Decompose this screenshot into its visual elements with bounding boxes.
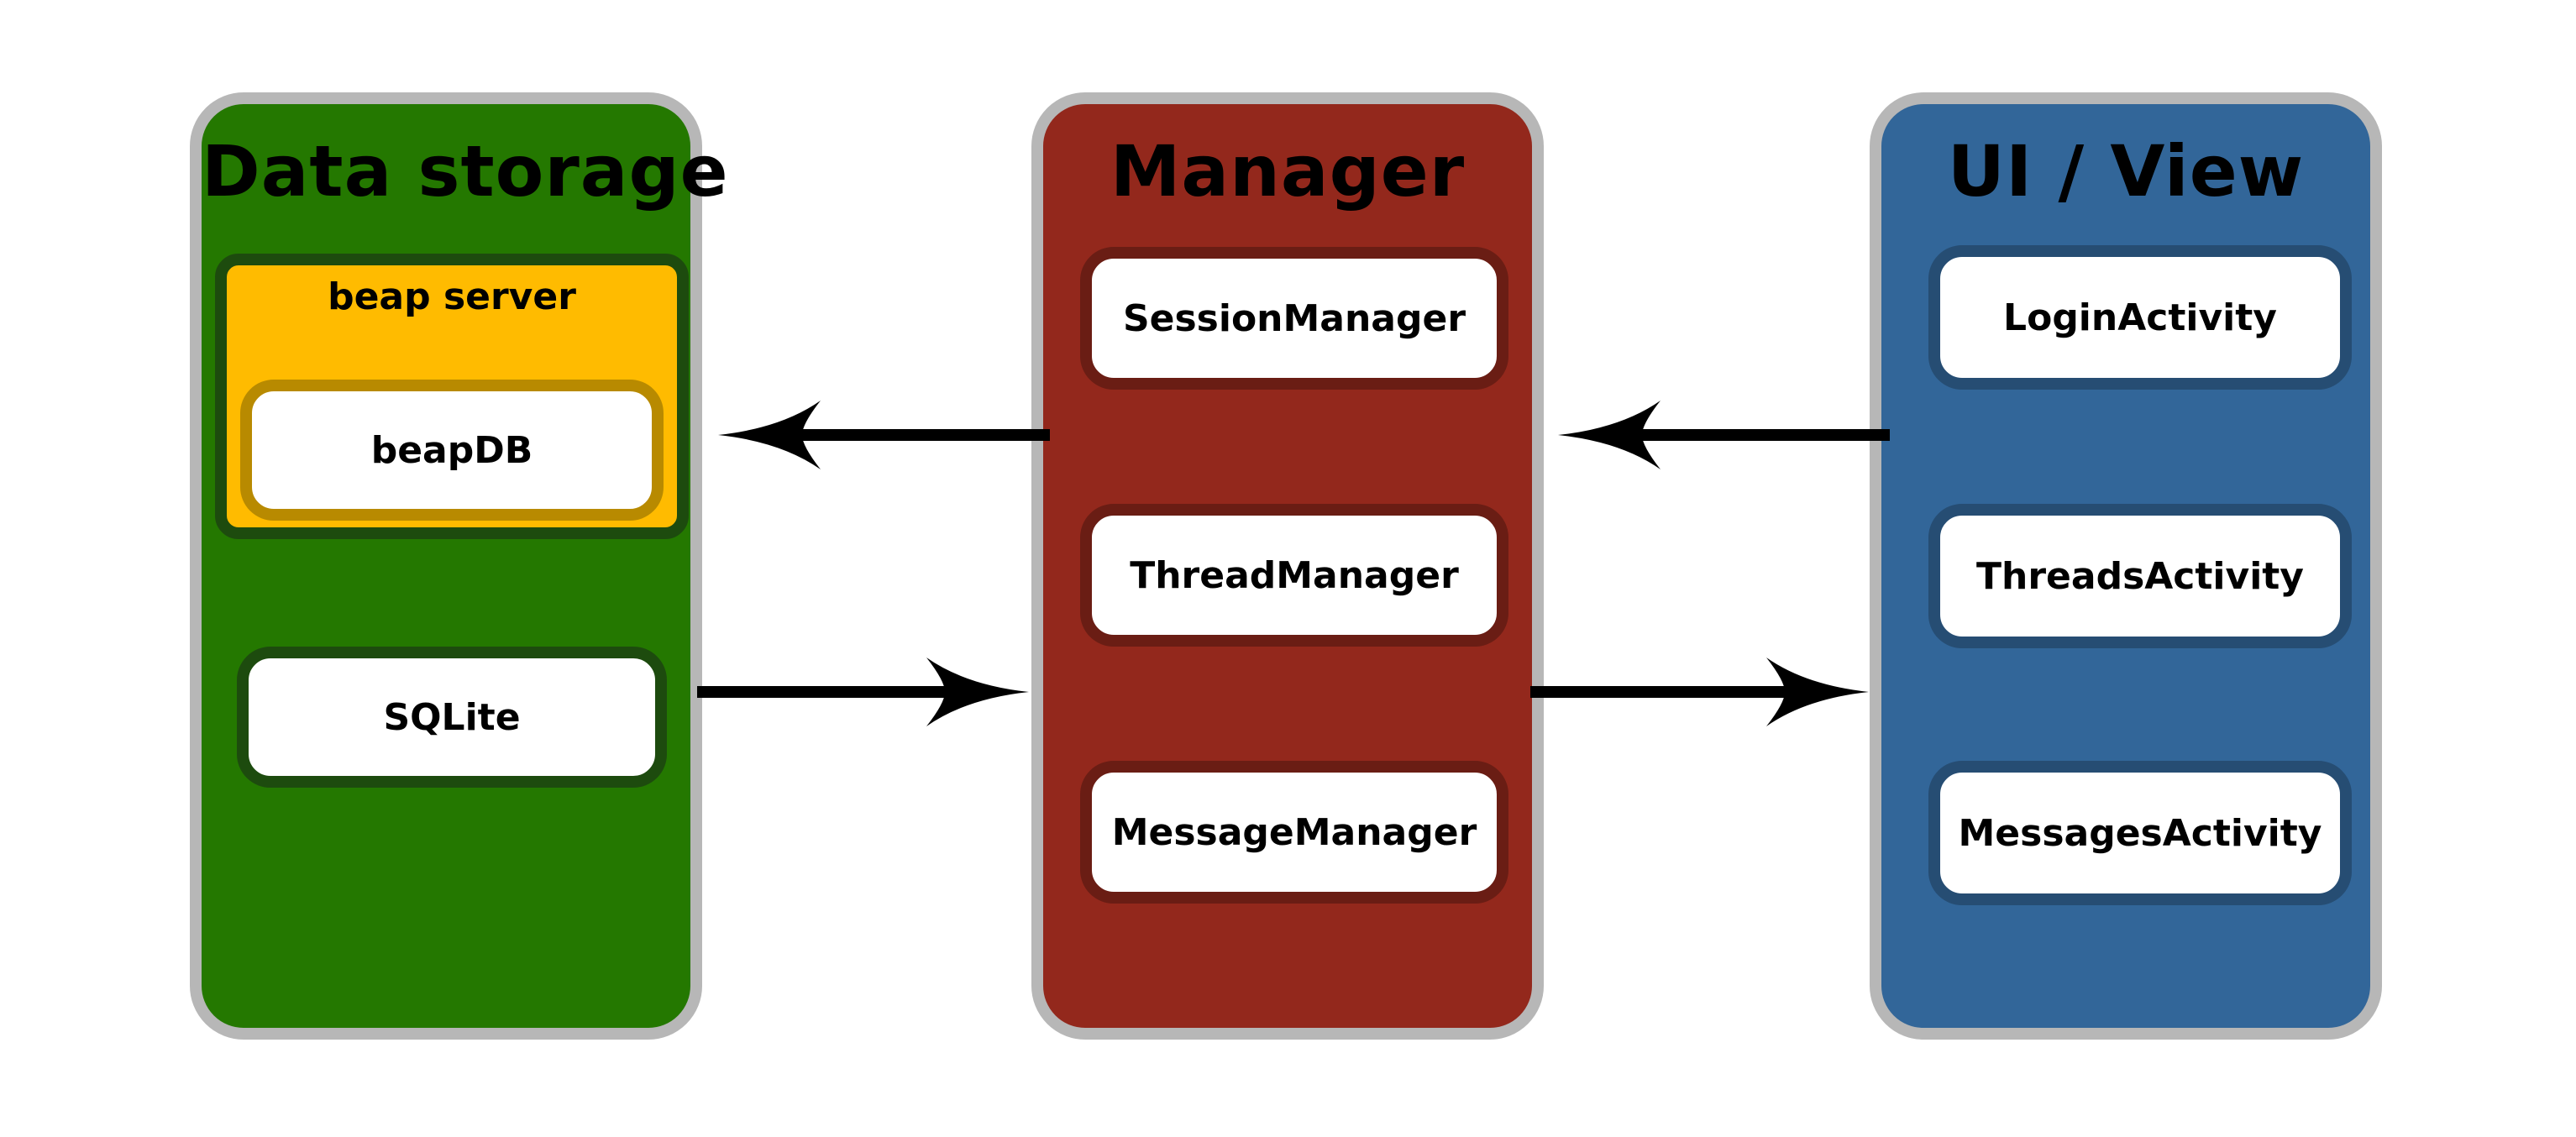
beap-server-container: beap server beapDB	[215, 254, 689, 539]
threads-activity-box: ThreadsActivity	[1928, 504, 2352, 648]
session-manager-box: SessionManager	[1080, 247, 1508, 390]
ui-view-title: UI / View	[1947, 130, 2305, 212]
beapdb-box: beapDB	[240, 380, 664, 521]
manager-column: Manager SessionManager ThreadManager Mes…	[1031, 92, 1544, 1040]
thread-manager-box: ThreadManager	[1080, 504, 1508, 647]
message-manager-box: MessageManager	[1080, 761, 1508, 904]
login-activity-box: LoginActivity	[1928, 245, 2352, 390]
arrow-data-storage-to-manager	[697, 658, 1029, 726]
manager-title: Manager	[1110, 130, 1466, 212]
arrow-ui-to-manager	[1558, 401, 1890, 469]
arrow-manager-to-ui	[1530, 658, 1869, 726]
messages-activity-box: MessagesActivity	[1928, 761, 2352, 905]
data-storage-column: Data storage beap server beapDB SQLite	[190, 92, 729, 1040]
arrow-manager-to-data-storage	[718, 401, 1050, 469]
sqlite-box: SQLite	[237, 647, 667, 788]
data-storage-title: Data storage	[202, 130, 729, 212]
beap-server-title: beap server	[328, 275, 576, 318]
ui-view-column: UI / View LoginActivity ThreadsActivity …	[1870, 92, 2382, 1040]
